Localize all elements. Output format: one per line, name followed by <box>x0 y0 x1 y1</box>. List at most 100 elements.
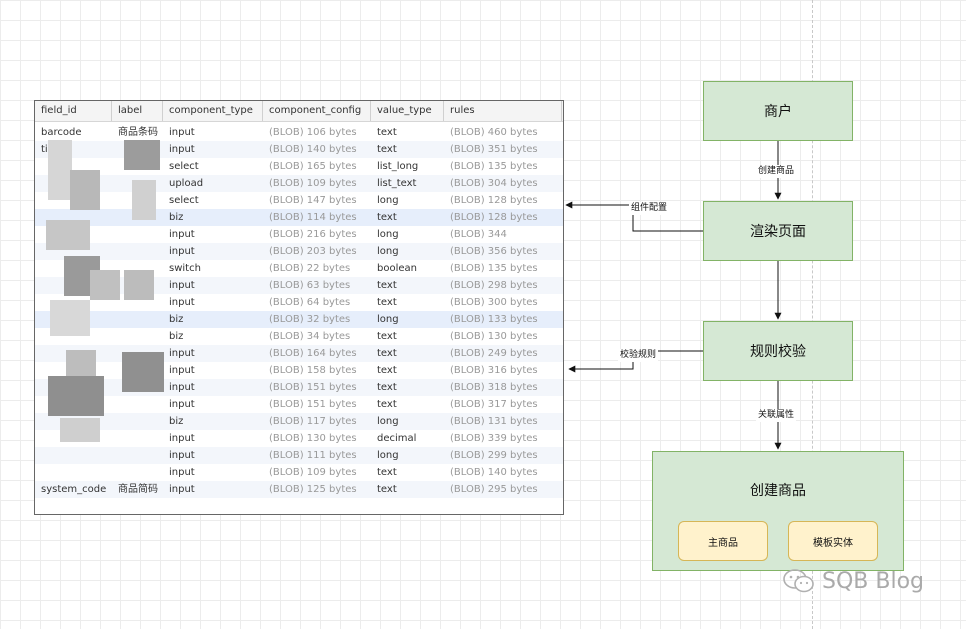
table-cell: input <box>169 246 195 257</box>
table-cell: (BLOB) 34 bytes <box>269 331 351 342</box>
main-product-node[interactable]: 主商品 <box>678 521 768 561</box>
table-cell: (BLOB) 22 bytes <box>269 263 351 274</box>
table-cell: long <box>377 195 399 206</box>
header-component-type[interactable]: component_type <box>163 101 263 121</box>
table-cell: 商品简码 <box>118 484 158 495</box>
template-entity-node[interactable]: 模板实体 <box>788 521 878 561</box>
edge-label-rules: 校验规则 <box>618 349 659 362</box>
table-cell: 商品条码 <box>118 127 158 138</box>
table-cell: (BLOB) 140 bytes <box>450 467 538 478</box>
table-cell: input <box>169 127 195 138</box>
table-cell: text <box>377 297 397 308</box>
table-cell: text <box>377 348 397 359</box>
table-cell: input <box>169 382 195 393</box>
table-cell: input <box>169 297 195 308</box>
table-cell: (BLOB) 351 bytes <box>450 144 538 155</box>
edge-label-create: 创建商品 <box>756 165 797 178</box>
header-label[interactable]: label <box>112 101 163 121</box>
table-cell: (BLOB) 128 bytes <box>450 212 538 223</box>
rule-validate-node[interactable]: 规则校验 <box>703 321 853 381</box>
table-cell: (BLOB) 298 bytes <box>450 280 538 291</box>
table-cell: input <box>169 467 195 478</box>
table-cell: (BLOB) 339 bytes <box>450 433 538 444</box>
table-cell: (BLOB) 111 bytes <box>269 450 357 461</box>
table-cell: text <box>377 280 397 291</box>
merchant-node[interactable]: 商户 <box>703 81 853 141</box>
table-cell: (BLOB) 299 bytes <box>450 450 538 461</box>
header-field-id[interactable]: field_id <box>35 101 112 121</box>
table-cell: (BLOB) 106 bytes <box>269 127 357 138</box>
table-cell: text <box>377 212 397 223</box>
table-cell: upload <box>169 178 204 189</box>
header-rules[interactable]: rules <box>444 101 562 121</box>
table-row[interactable]: input (BLOB) 158 bytes text (BLOB) 316 byte… <box>35 362 563 379</box>
table-cell: list_long <box>377 161 419 172</box>
create-product-label: 创建商品 <box>750 483 806 499</box>
table-cell: input <box>169 229 195 240</box>
header-value-type[interactable]: value_type <box>371 101 444 121</box>
table-cell: list_text <box>377 178 417 189</box>
render-page-node[interactable]: 渲染页面 <box>703 201 853 261</box>
table-cell: text <box>377 331 397 342</box>
table-cell: input <box>169 365 195 376</box>
table-cell: input <box>169 399 195 410</box>
table-cell: input <box>169 450 195 461</box>
header-component-config[interactable]: component_config <box>263 101 371 121</box>
table-cell: biz <box>169 416 184 427</box>
table-row[interactable]: biz (BLOB) 114 bytes text (BLOB) 128 bytes <box>35 209 563 226</box>
table-cell: (BLOB) 151 bytes <box>269 382 357 393</box>
table-cell: (BLOB) 64 bytes <box>269 297 351 308</box>
table-cell: long <box>377 229 399 240</box>
table-cell: (BLOB) 304 bytes <box>450 178 538 189</box>
table-cell: biz <box>169 212 184 223</box>
table-cell: (BLOB) 109 bytes <box>269 178 357 189</box>
table-cell: (BLOB) 158 bytes <box>269 365 357 376</box>
table-cell: (BLOB) 151 bytes <box>269 399 357 410</box>
wechat-icon <box>783 569 814 593</box>
table-cell: (BLOB) 140 bytes <box>269 144 357 155</box>
table-cell: (BLOB) 316 bytes <box>450 365 538 376</box>
table-cell: input <box>169 484 195 495</box>
table-cell: (BLOB) 135 bytes <box>450 263 538 274</box>
table-cell: (BLOB) 125 bytes <box>269 484 357 495</box>
table-cell: (BLOB) 114 bytes <box>269 212 357 223</box>
table-cell: (BLOB) 165 bytes <box>269 161 357 172</box>
table-cell: (BLOB) 344 <box>450 229 507 240</box>
table-cell: input <box>169 144 195 155</box>
table-row[interactable]: upload (BLOB) 109 bytes list_text (BLOB) 30… <box>35 175 563 192</box>
table-cell: (BLOB) 317 bytes <box>450 399 538 410</box>
watermark: SQB Blog <box>782 568 924 594</box>
table-cell: text <box>377 484 397 495</box>
guide-line <box>812 0 813 629</box>
edge-config-to-table <box>565 201 703 232</box>
table-cell: decimal <box>377 433 417 444</box>
table-cell: (BLOB) 460 bytes <box>450 127 538 138</box>
table-cell: long <box>377 416 399 427</box>
table-cell: text <box>377 365 397 376</box>
edge-label-config: 组件配置 <box>629 202 670 215</box>
table-cell: (BLOB) 295 bytes <box>450 484 538 495</box>
table-cell: switch <box>169 263 201 274</box>
table-cell: (BLOB) 147 bytes <box>269 195 357 206</box>
table-cell: (BLOB) 131 bytes <box>450 416 538 427</box>
